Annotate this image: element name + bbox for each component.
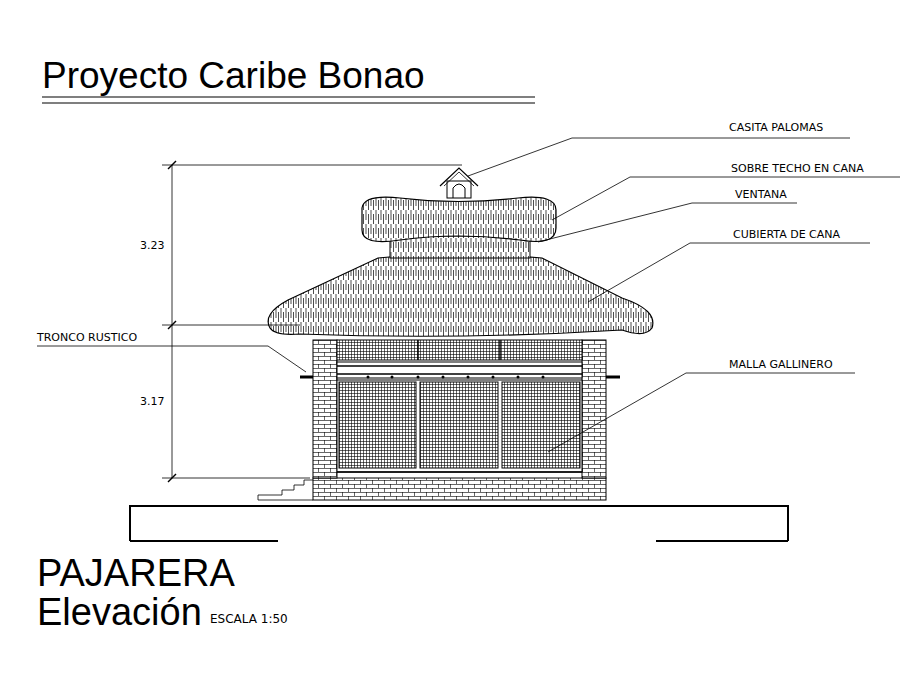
callout-label: CASITA PALOMAS xyxy=(729,122,823,134)
callout-label: TRONCO RUSTICO xyxy=(37,332,137,344)
callout-label: SOBRE TECHO EN CANA xyxy=(731,163,864,175)
callout-label: CUBIERTA DE CANA xyxy=(733,229,840,241)
drawing-name: PAJARERA xyxy=(37,553,235,595)
project-title: Proyecto Caribe Bonao xyxy=(42,56,425,97)
dimension-value: 3.23 xyxy=(140,240,165,252)
callout-label: VENTANA xyxy=(735,189,787,201)
callout-label: MALLA GALLINERO xyxy=(729,359,833,371)
view-name: Elevación xyxy=(37,592,202,634)
dimension-value: 3.17 xyxy=(140,396,165,408)
scale-note: ESCALA 1:50 xyxy=(210,613,288,626)
